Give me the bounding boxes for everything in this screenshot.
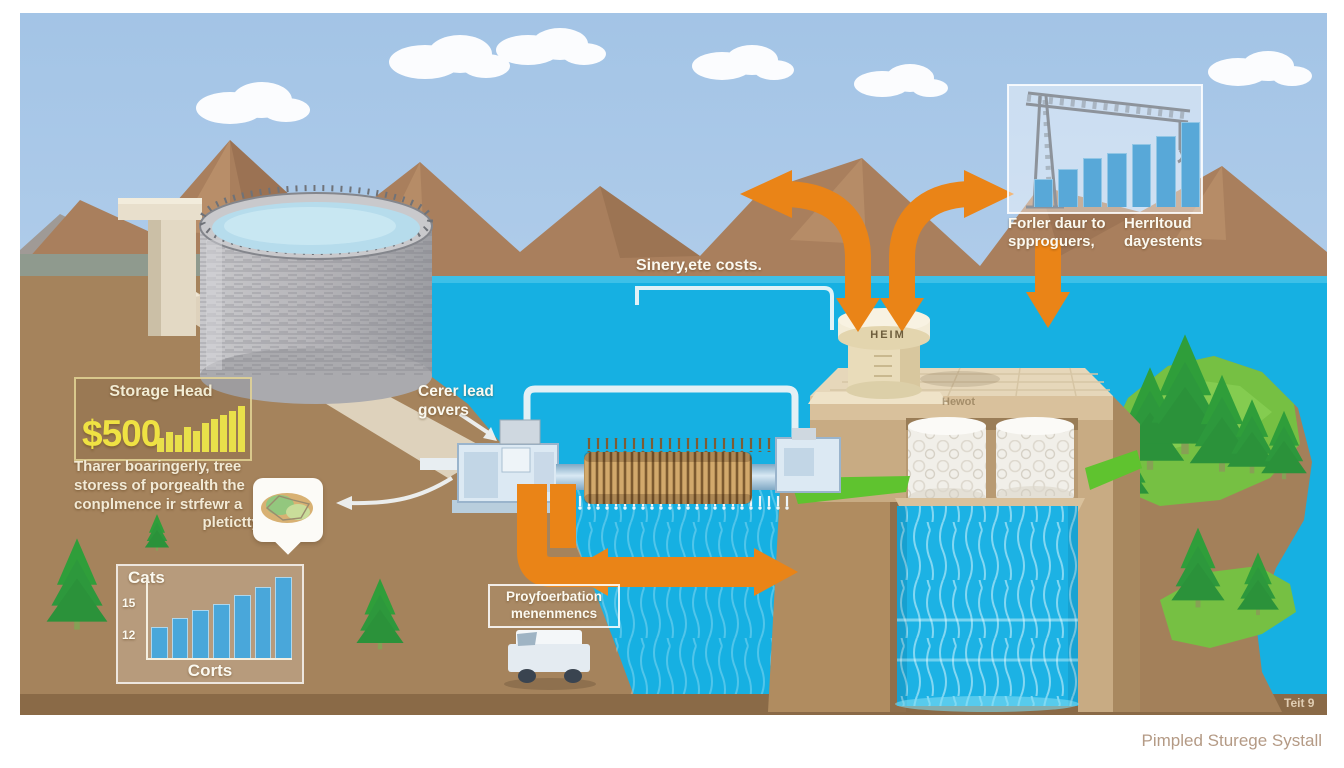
storage-head-bars xyxy=(157,404,245,452)
governor-line: govers xyxy=(418,401,469,419)
chart-bar xyxy=(1034,179,1054,207)
costs-chart-panel: Cats 15 12 Corts xyxy=(116,564,304,684)
chart-bar xyxy=(157,438,164,452)
y-tick: 12 xyxy=(122,628,136,642)
note-line: conplmence ir strfewr a xyxy=(74,495,243,513)
image-caption: Pimpled Sturege Systall xyxy=(1141,731,1322,750)
callout-lines xyxy=(336,286,834,510)
capacity-text-left: Forler daur to spproguers, xyxy=(1008,215,1106,251)
maintenance-line: menenmencs xyxy=(510,605,598,621)
governor-label: Cerer lead govers xyxy=(418,383,494,420)
chart-bar xyxy=(1156,136,1176,207)
chart-bar xyxy=(175,435,182,452)
costs-chart-title: Cats xyxy=(128,568,165,587)
tower-label: HEIM xyxy=(870,329,906,341)
channel-water-texture xyxy=(545,488,784,712)
penstock-pipe xyxy=(523,385,799,442)
note-line: storess of porgealth the xyxy=(74,476,245,494)
arrow-down-icon xyxy=(836,298,880,332)
capacity-line: Forler daur to xyxy=(1008,215,1106,232)
arrow-left-icon xyxy=(740,170,792,218)
storage-head-box: Storage Head $500 xyxy=(74,377,252,461)
chart-bar xyxy=(254,587,272,658)
storage-head-title: Storage Head xyxy=(109,383,213,400)
storage-note: Tharer boaringerly, tree storess of porg… xyxy=(74,458,260,533)
arrowhead-icon xyxy=(483,427,497,441)
chart-bar xyxy=(151,627,168,658)
intake-tower xyxy=(118,198,202,336)
capacity-line: Herrltoud xyxy=(1124,215,1192,232)
capacity-text-right: Herrltoud dayestents xyxy=(1124,215,1202,251)
chart-bar xyxy=(202,423,209,452)
map-callout-bubble xyxy=(253,478,323,542)
arrow-right-icon xyxy=(964,170,1014,218)
arrow-down-icon xyxy=(880,298,924,332)
left-land xyxy=(20,276,640,712)
chart-bar xyxy=(213,604,230,658)
maintenance-label-box: Proyfoerbation menenmencs xyxy=(488,584,620,628)
maintenance-line: Proyfoerbation xyxy=(505,589,602,604)
chart-bar xyxy=(1180,122,1200,207)
water-tank xyxy=(199,185,433,404)
grass-right xyxy=(1085,450,1142,490)
capacity-line: dayestents xyxy=(1124,233,1203,250)
y-tick: 15 xyxy=(122,596,136,610)
note-line: pletictty xyxy=(202,514,260,532)
shaft-fins-top xyxy=(584,438,784,452)
energy-costs-label: Sinery,ete costs. xyxy=(636,257,762,274)
arrow-right-icon xyxy=(754,548,798,596)
generator-right xyxy=(775,428,841,493)
chart-bar xyxy=(1058,169,1078,207)
chart-bar xyxy=(229,411,236,452)
corner-note: Teit 9 xyxy=(1284,696,1315,710)
costs-chart-bars xyxy=(146,577,293,660)
ribbed-coil xyxy=(584,452,752,504)
chart-bar xyxy=(211,419,218,452)
shoreline-highlight xyxy=(20,276,1327,283)
map-icon xyxy=(261,493,313,523)
truck-icon xyxy=(504,630,596,690)
chart-bar xyxy=(193,431,200,452)
costs-chart-xlabel: Corts xyxy=(187,661,233,680)
dam-faint-label: Hewot xyxy=(942,396,975,408)
capacity-bars xyxy=(1034,118,1200,207)
chart-bar xyxy=(1082,158,1103,207)
storage-head-value: $500 xyxy=(82,413,161,454)
chart-bar xyxy=(1107,153,1127,207)
chart-bar xyxy=(275,577,293,658)
chart-bar xyxy=(166,432,173,452)
arrowhead-icon xyxy=(336,496,352,510)
chart-bar xyxy=(220,415,227,452)
chart-bar xyxy=(238,406,245,452)
chart-bar xyxy=(184,427,191,452)
clouds xyxy=(196,28,1312,124)
chart-bar xyxy=(1131,144,1152,207)
note-line: Tharer boaringerly, tree xyxy=(74,458,242,475)
chart-bar xyxy=(233,595,251,658)
governor-line: Cerer lead xyxy=(418,383,494,400)
turbine-assembly xyxy=(420,385,841,513)
arrow-down-icon xyxy=(1026,292,1070,328)
flow-arrows xyxy=(517,170,1070,596)
waterfall xyxy=(895,506,1079,712)
chart-bar xyxy=(171,618,189,658)
right-hill xyxy=(1096,334,1312,712)
chart-bar xyxy=(192,610,210,658)
capacity-line: spproguers, xyxy=(1008,233,1095,250)
